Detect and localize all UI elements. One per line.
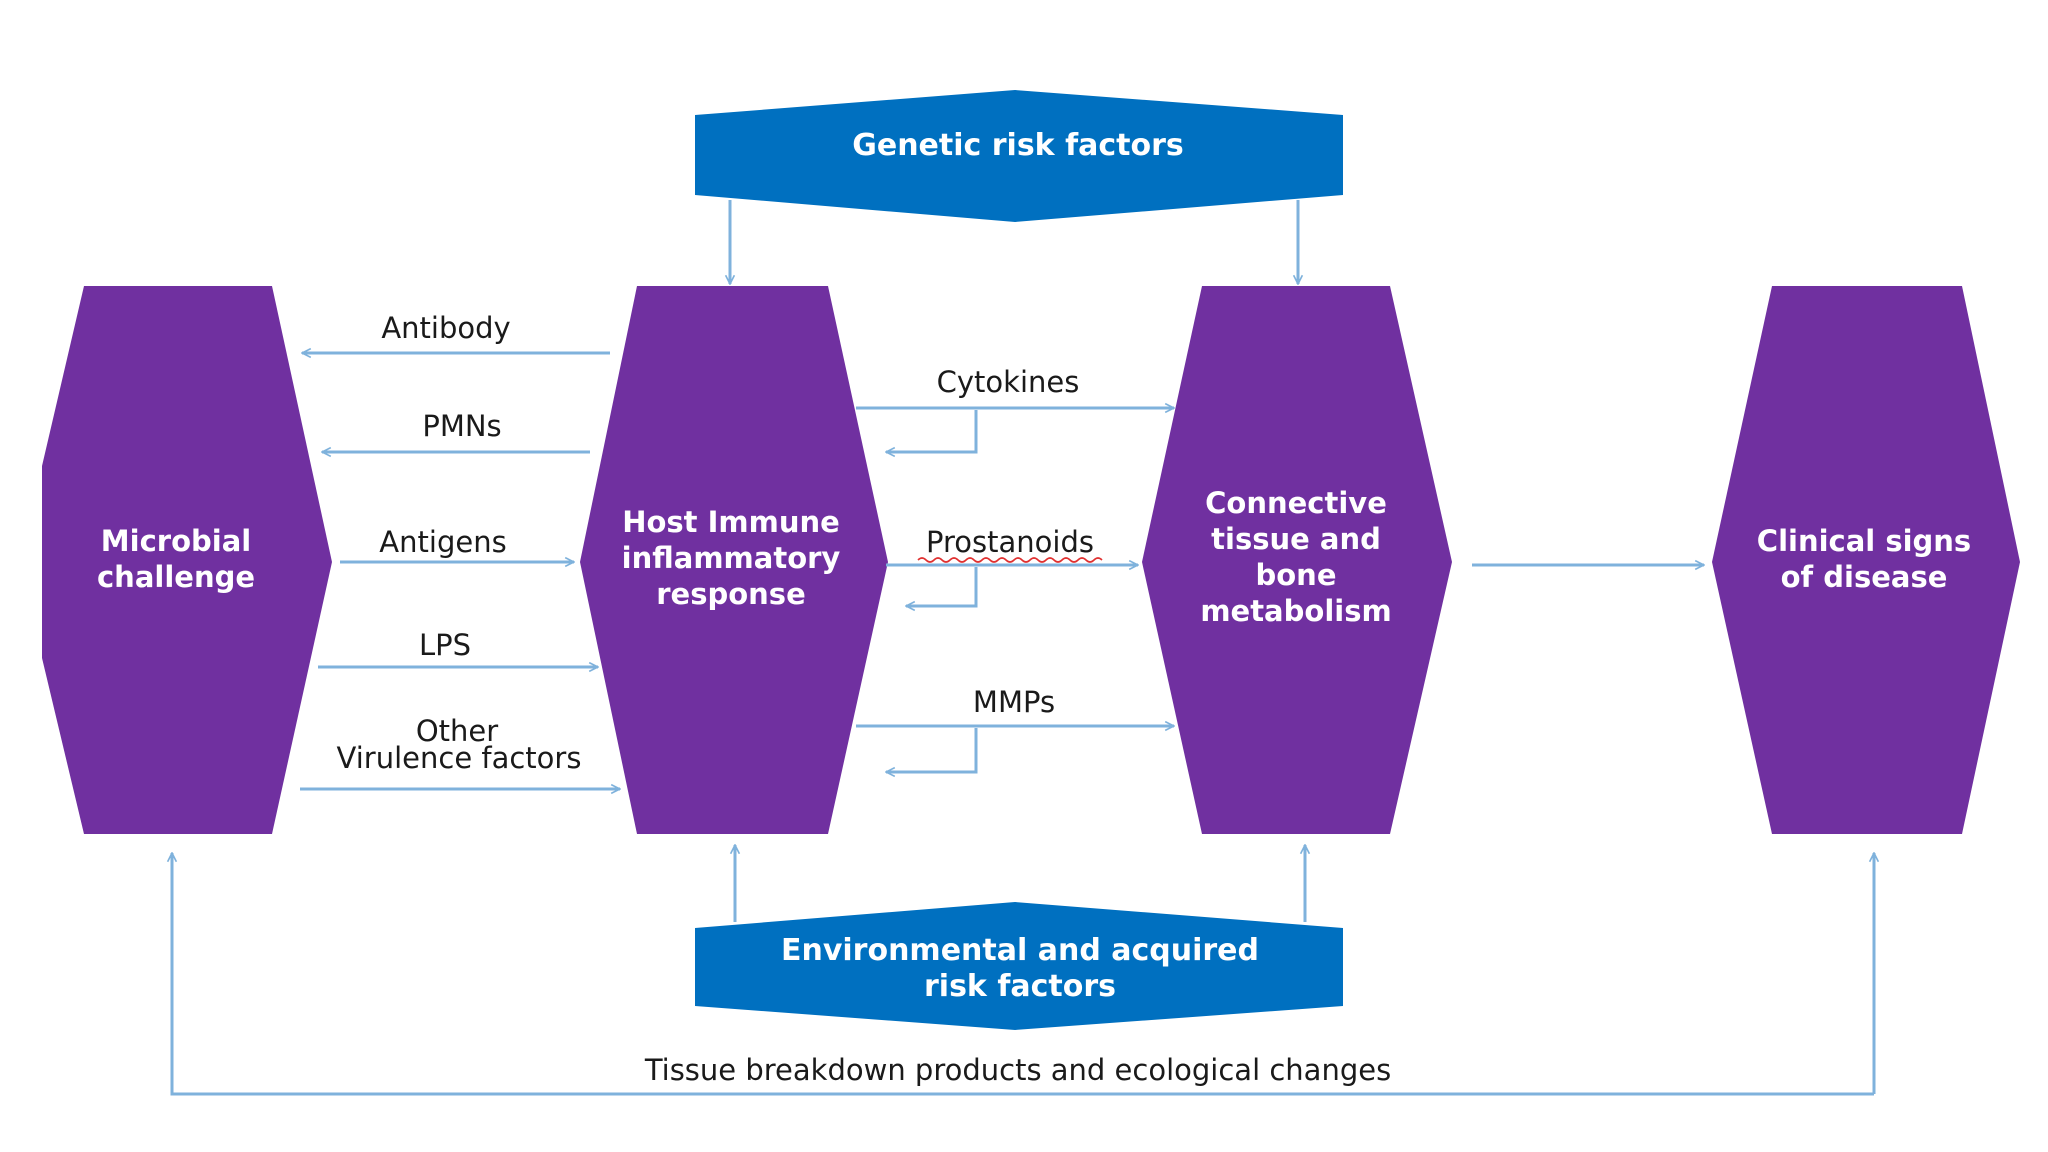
clinical-hexagon: [1712, 286, 2020, 834]
host-microbe-interactions: Antibody PMNs Antigens LPS Other Virulen…: [300, 311, 620, 789]
environmental-banner-label-line1: Environmental and acquired: [781, 933, 1259, 968]
prostanoids-feedback-arrow: [906, 567, 978, 606]
microbial-challenge-node: Microbial challenge: [42, 286, 332, 834]
connective-label-line4: metabolism: [1200, 594, 1391, 628]
connective-hexagon: [1142, 286, 1452, 834]
environmental-risk-factors-banner: Environmental and acquired risk factors: [695, 902, 1343, 1030]
genetic-risk-factors-banner: Genetic risk factors: [695, 90, 1343, 222]
connective-tissue-node: Connective tissue and bone metabolism: [1142, 286, 1452, 834]
host-hexagon: [580, 286, 888, 834]
other-label-line1: Other: [416, 714, 498, 748]
host-label-line2: inflammatory: [622, 541, 841, 575]
genetic-banner-shape: [695, 90, 1343, 222]
tissue-breakdown-feedback: Tissue breakdown products and ecological…: [172, 853, 1874, 1096]
mmps-label: MMPs: [973, 685, 1055, 719]
prostanoids-label: Prostanoids: [926, 525, 1094, 559]
clinical-label-line2: of disease: [1781, 560, 1948, 594]
host-immune-node: Host Immune inflammatory response: [580, 286, 888, 834]
connective-label-line3: bone: [1256, 558, 1337, 592]
feedback-loop-line: [172, 853, 1874, 1096]
cytokines-label: Cytokines: [937, 365, 1080, 399]
clinical-signs-node: Clinical signs of disease: [1712, 286, 2020, 834]
environmental-banner-shape: [695, 902, 1343, 1030]
prostanoids-spellcheck-underline: [917, 557, 1103, 563]
pmns-label: PMNs: [422, 409, 501, 443]
host-label-line1: Host Immune: [622, 505, 840, 539]
microbial-label-line1: Microbial: [101, 524, 251, 558]
antibody-label: Antibody: [381, 311, 510, 345]
lps-label: LPS: [419, 628, 471, 662]
cytokines-feedback-arrow: [886, 410, 978, 452]
genetic-banner-label: Genetic risk factors: [852, 128, 1184, 163]
antigens-label: Antigens: [379, 525, 506, 559]
mmps-feedback-arrow: [886, 728, 978, 772]
host-connective-mediators: Cytokines Prostanoids MMPs: [856, 365, 1174, 772]
connective-label-line2: tissue and: [1211, 522, 1381, 556]
microbial-hexagon: [42, 286, 332, 834]
host-label-line3: response: [656, 577, 806, 611]
microbial-label-line2: challenge: [97, 560, 255, 594]
feedback-label: Tissue breakdown products and ecological…: [644, 1053, 1391, 1087]
clinical-label-line1: Clinical signs: [1757, 524, 1971, 558]
connective-label-line1: Connective: [1205, 486, 1387, 520]
other-label-line2: Virulence factors: [337, 741, 582, 775]
environmental-banner-label-line2: risk factors: [924, 969, 1116, 1004]
